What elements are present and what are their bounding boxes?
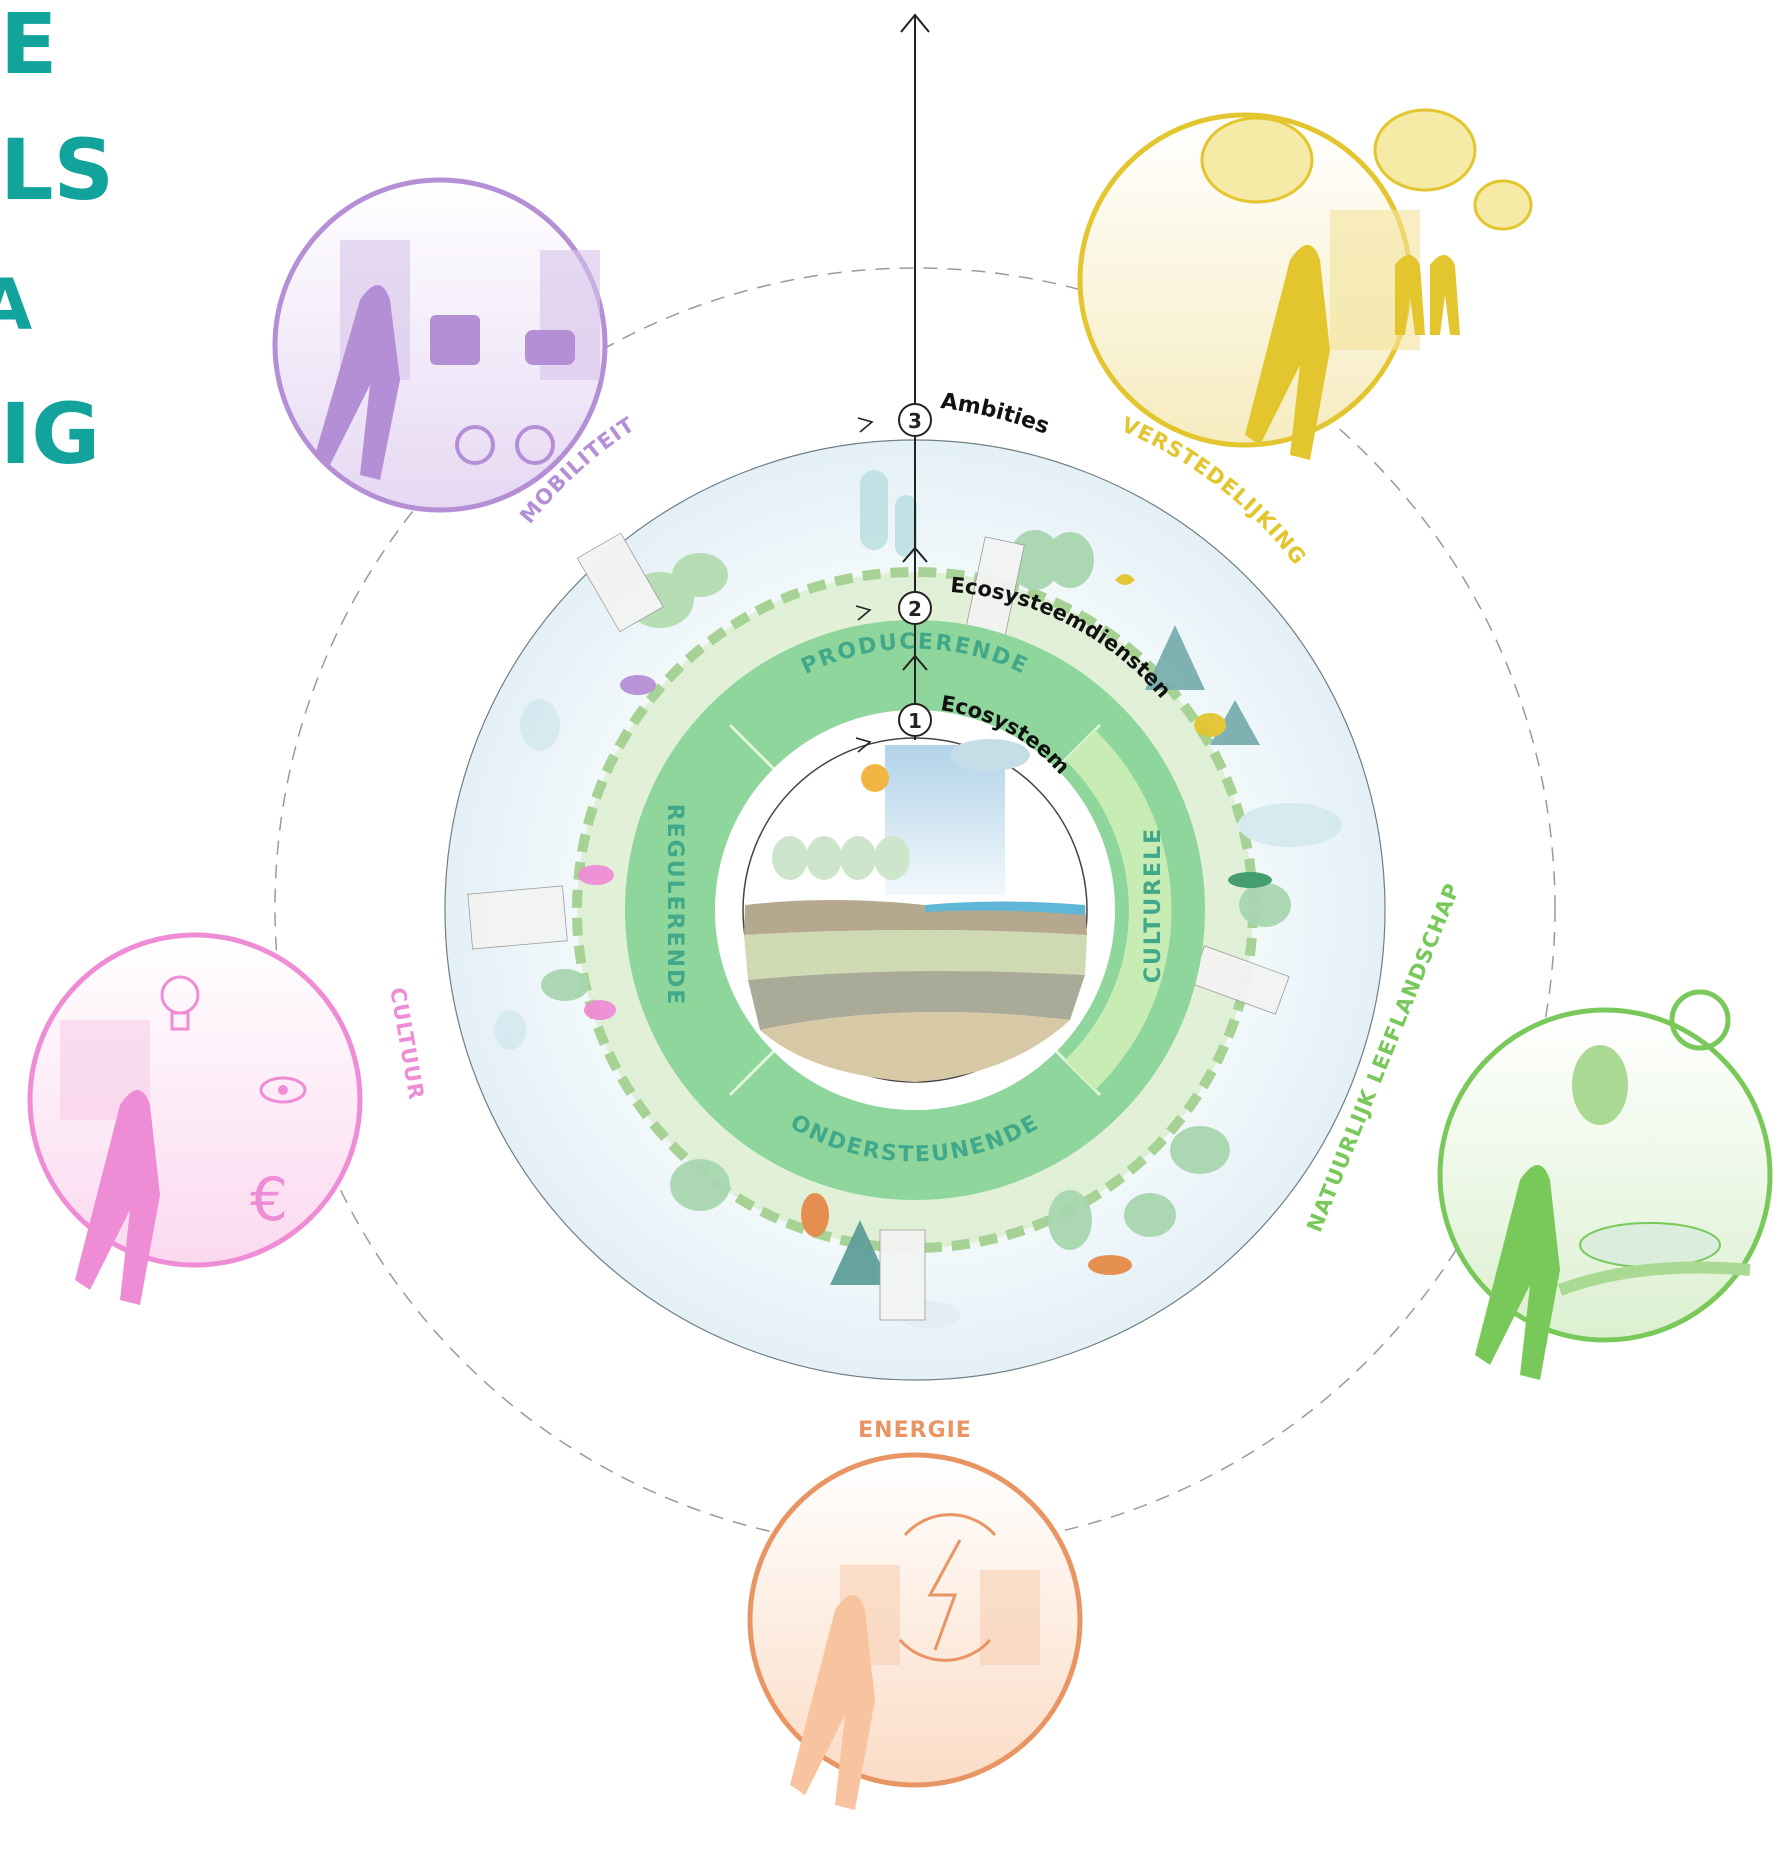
energy-icon [747, 1452, 1083, 1810]
ring-label-culturele: CULTURELE [1141, 827, 1166, 983]
culturele-segment-fill [1065, 730, 1172, 1090]
level-1-marker [898, 703, 932, 737]
level-1-number: 1 [908, 709, 922, 733]
mobility-icon [272, 177, 608, 513]
level-3-label: Ambities [939, 389, 1052, 440]
euro-icon: € [250, 1165, 288, 1235]
theme-label-cultuur: CULTUUR [385, 986, 428, 1102]
theme-label-energie: ENERGIE [858, 1418, 972, 1443]
landscape-decoration [467, 470, 1342, 1329]
level-3-marker [898, 403, 932, 437]
heading-fragment-3: A [0, 264, 33, 346]
level-2-marker [898, 591, 932, 625]
ring-label-regulerende: REGULERENDE [662, 804, 687, 1007]
axis-mid-arrow-1 [902, 546, 928, 563]
axis-top-arrow [900, 13, 930, 33]
ecosystem-illustration [744, 739, 1087, 1082]
urbanization-icon [1077, 108, 1533, 460]
sun-icon [861, 764, 889, 792]
heading-fragment-4: IG [0, 385, 101, 483]
axis-mid-arrow-2 [902, 654, 928, 671]
outer-orbit [274, 267, 1556, 1549]
heading-fragment-1: E [0, 0, 58, 93]
culture-icon: € [27, 932, 363, 1305]
level-2-number: 2 [908, 597, 922, 621]
nature-landscape-icon [1437, 989, 1773, 1380]
heading-fragment-2: LS [0, 121, 115, 219]
level-3-number: 3 [908, 409, 922, 433]
